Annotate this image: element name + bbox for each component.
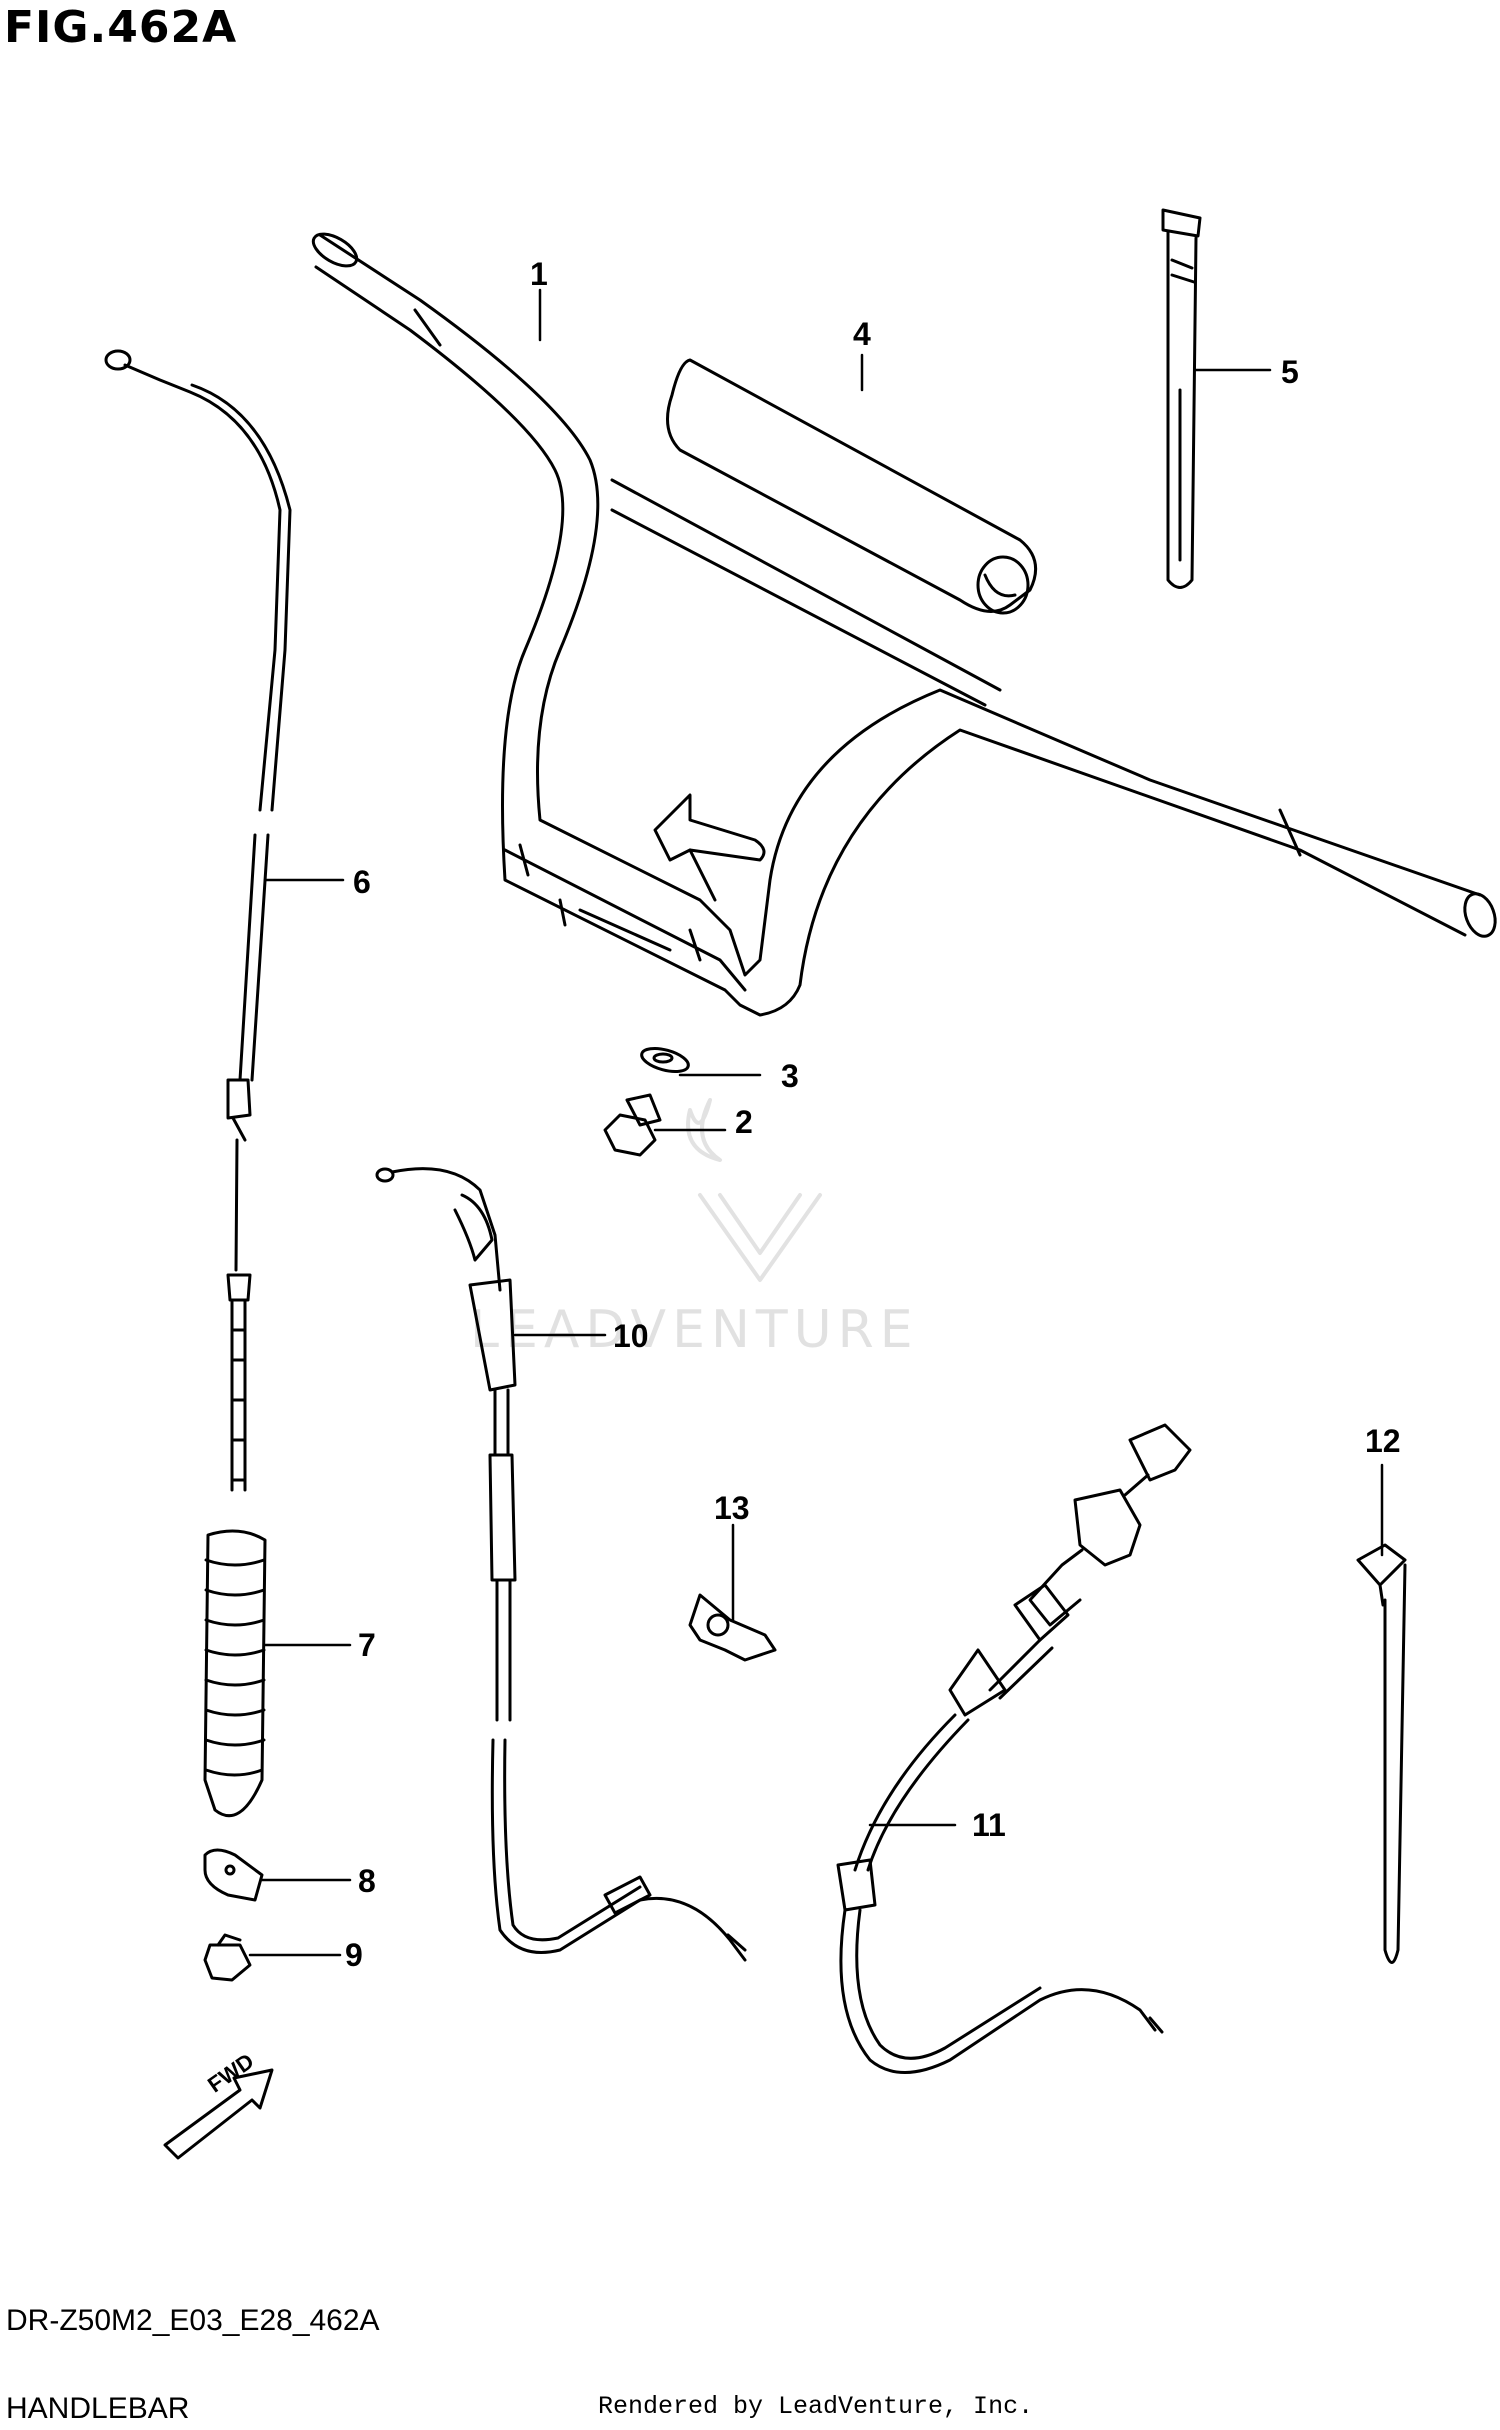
- leader-lines: [248, 288, 1384, 1957]
- cable-clamp[interactable]: [688, 1593, 777, 1662]
- callout-4: 4: [853, 316, 871, 352]
- callout-7: 7: [358, 1627, 376, 1663]
- callout-12: 12: [1365, 1423, 1401, 1459]
- cable-tie-short[interactable]: [1356, 1543, 1407, 1964]
- washer-part[interactable]: [639, 1044, 691, 1076]
- handlebar-pad[interactable]: [666, 358, 1038, 615]
- choke-cable[interactable]: [836, 1423, 1192, 2074]
- rendered-by: Rendered by LeadVenture, Inc.: [598, 2392, 1034, 2421]
- model-code: DR-Z50M2_E03_E28_462A: [6, 2304, 380, 2337]
- section-name: HANDLEBAR: [6, 2392, 190, 2425]
- callout-3: 3: [781, 1058, 799, 1094]
- callout-9: 9: [345, 1937, 363, 1973]
- throttle-cable[interactable]: [375, 1167, 747, 1962]
- callout-11: 11: [972, 1807, 1006, 1843]
- callout-13: 13: [714, 1490, 750, 1526]
- bolt-part[interactable]: [603, 1093, 662, 1157]
- watermark-text: LEADVENTURE: [470, 1300, 919, 1360]
- callout-6: 6: [353, 864, 371, 900]
- callout-5: 5: [1281, 354, 1299, 390]
- handlebar-part[interactable]: [308, 228, 1500, 1017]
- callout-2: 2: [735, 1104, 753, 1140]
- fwd-arrow: [163, 2068, 274, 2160]
- dust-boot[interactable]: [203, 1529, 267, 1818]
- cable-tie-long[interactable]: [1161, 208, 1202, 589]
- watermark-logo: [686, 1098, 822, 1282]
- figure-title: FIG.462A: [4, 2, 238, 53]
- cable-nut[interactable]: [203, 1933, 252, 1982]
- callout-10: 10: [613, 1318, 649, 1354]
- brake-cable[interactable]: [104, 349, 292, 1492]
- cable-end-piece[interactable]: [203, 1848, 264, 1902]
- callout-8: 8: [358, 1863, 376, 1899]
- callout-1: 1: [530, 256, 548, 292]
